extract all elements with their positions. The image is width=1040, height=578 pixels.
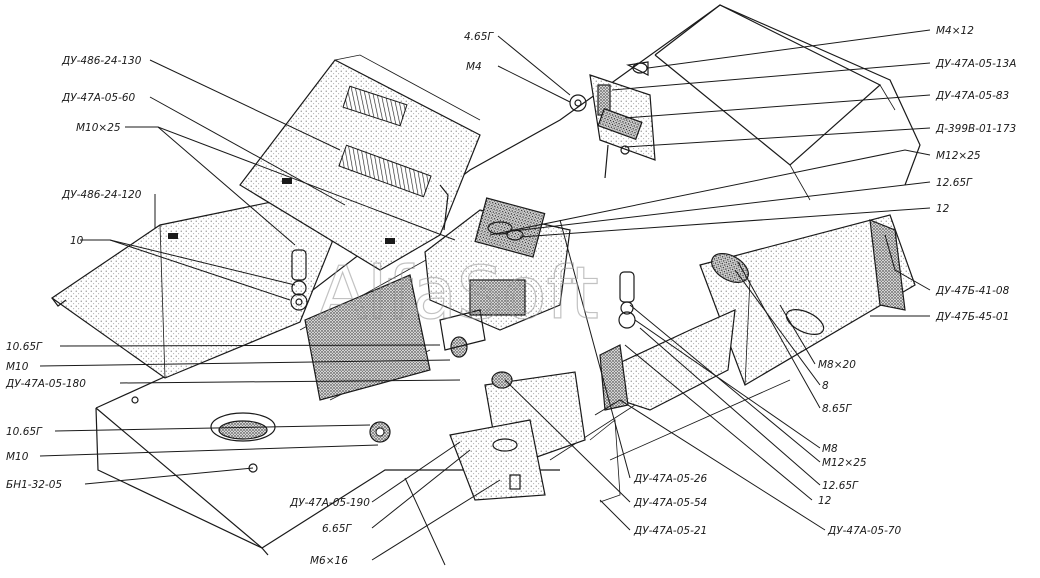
label-10: 10 bbox=[70, 235, 84, 247]
label-12-65g-b: 12.65Г bbox=[822, 480, 859, 492]
label-m6x16: М6×16 bbox=[310, 555, 348, 567]
label-10-65g-b: 10.65Г bbox=[6, 426, 43, 438]
label-du-47a-05-83: ДУ-47А-05-83 bbox=[935, 90, 1009, 102]
label-8: 8 bbox=[822, 380, 829, 392]
label-10-65g-a: 10.65Г bbox=[6, 341, 43, 353]
label-12-a: 12 bbox=[936, 203, 950, 215]
label-m8: М8 bbox=[822, 443, 838, 455]
label-m12x25-b: М12×25 bbox=[822, 457, 867, 469]
label-du-47a-05-54: ДУ-47А-05-54 bbox=[633, 497, 707, 509]
label-du-47a-05-180: ДУ-47А-05-180 bbox=[5, 378, 86, 390]
label-du-486-24-130: ДУ-486-24-130 bbox=[61, 55, 142, 67]
label-du-47b-45-01: ДУ-47Б-45-01 bbox=[935, 311, 1009, 323]
top-bracket-assembly bbox=[569, 61, 656, 179]
label-du-47a-05-70: ДУ-47А-05-70 bbox=[827, 525, 902, 537]
label-du-47b-41-08: ДУ-47Б-41-08 bbox=[935, 285, 1010, 297]
label-du-47a-05-21: ДУ-47А-05-21 bbox=[633, 525, 707, 537]
label-m4x12: М4×12 bbox=[936, 25, 974, 37]
right-side-boxes bbox=[599, 214, 916, 411]
label-m12x25-a: М12×25 bbox=[936, 150, 981, 162]
label-bn1-32-05: БН1-32-05 bbox=[6, 479, 62, 491]
label-6-65g: 6.65Г bbox=[322, 523, 352, 535]
label-4-65g: 4.65Г bbox=[464, 31, 494, 43]
leader-lines bbox=[39, 29, 931, 566]
watermark-logo: AlfaSoft bbox=[318, 251, 599, 335]
base-housing bbox=[95, 4, 921, 556]
label-12-65g-a: 12.65Г bbox=[936, 177, 973, 189]
label-8-65g: 8.65Г bbox=[822, 403, 852, 415]
label-m10-a: М10 bbox=[6, 361, 29, 373]
label-du-486-24-120: ДУ-486-24-120 bbox=[61, 189, 142, 201]
label-du-47a-05-26: ДУ-47А-05-26 bbox=[633, 473, 708, 485]
label-m10x25: М10×25 bbox=[76, 122, 121, 134]
bolt-m10x25-left bbox=[290, 249, 308, 311]
lower-relay-panel bbox=[369, 371, 621, 503]
hinged-lid-assembly bbox=[50, 54, 481, 401]
label-12-b: 12 bbox=[818, 495, 832, 507]
label-du-47a-05-13a: ДУ-47А-05-13А bbox=[935, 58, 1016, 70]
label-m4: М4 bbox=[466, 61, 482, 73]
label-m10-b: М10 bbox=[6, 451, 29, 463]
label-du-47a-05-190: ДУ-47А-05-190 bbox=[289, 497, 370, 509]
callout-labels: ДУ-486-24-130 ДУ-47А-05-60 М10×25 ДУ-486… bbox=[5, 25, 1016, 567]
label-d-399v-01-173: Д-399В-01-173 bbox=[935, 123, 1016, 135]
label-m8x20: М8×20 bbox=[818, 359, 856, 371]
label-du-47a-05-60: ДУ-47А-05-60 bbox=[61, 92, 136, 104]
center-switch-block bbox=[424, 197, 571, 351]
